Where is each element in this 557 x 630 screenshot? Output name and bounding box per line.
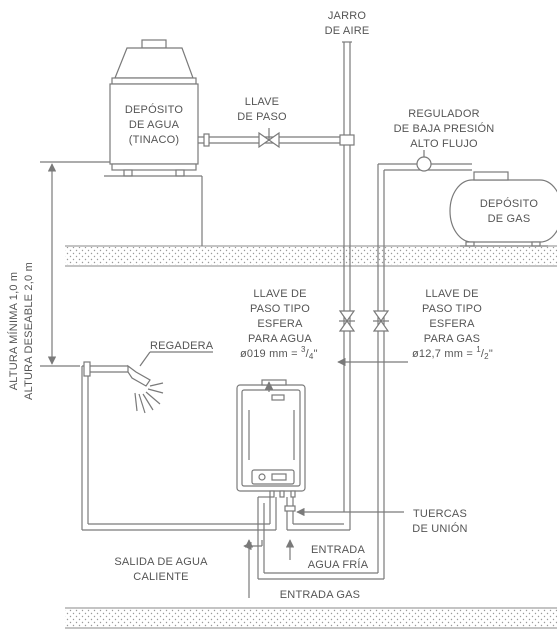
water-tank bbox=[104, 39, 203, 246]
valve-label-1: LLAVE bbox=[245, 96, 279, 108]
nuts-label-1: TUERCAS bbox=[413, 508, 467, 520]
air-vent-label-2: DE AIRE bbox=[325, 25, 370, 37]
water-valve-label-1: LLAVE DE bbox=[253, 288, 306, 300]
shower-pipe bbox=[81, 361, 128, 530]
valve-label-2: DE PASO bbox=[237, 111, 287, 123]
regulator-icon bbox=[416, 150, 432, 172]
shower-head-icon bbox=[127, 364, 164, 414]
height-label-1: ALTURA MÍNIMA 1,0 m bbox=[7, 272, 20, 391]
air-vent-label-1: JARRO bbox=[328, 10, 367, 22]
regulator-label-3: ALTO FLUJO bbox=[410, 138, 478, 150]
gas-valve-label-2: PASO TIPO bbox=[422, 303, 482, 315]
gas-valve-label-1: LLAVE DE bbox=[425, 288, 478, 300]
nuts-label-2: DE UNIÓN bbox=[412, 522, 467, 535]
height-dimension bbox=[40, 161, 110, 367]
regulator-label-2: DE BAJA PRESIÓN bbox=[394, 122, 495, 135]
gas-tank bbox=[449, 171, 557, 247]
water-valve-label-5: ø019 mm = 3/4" bbox=[240, 345, 318, 361]
tank-label-2: DE AGUA bbox=[129, 119, 180, 131]
shower-label: REGADERA bbox=[150, 340, 214, 352]
gas-valve-label-3: ESFERA bbox=[429, 318, 475, 330]
water-valve-label-2: PASO TIPO bbox=[250, 303, 310, 315]
shower-pointer bbox=[139, 351, 151, 367]
water-heater bbox=[236, 379, 306, 498]
air-vent-pipe bbox=[339, 41, 355, 530]
water-ball-valve-icon bbox=[338, 310, 356, 332]
cold-water-inlet-pipe bbox=[284, 497, 350, 531]
lower-ground-strip bbox=[65, 607, 557, 629]
water-valve-label-3: ESFERA bbox=[257, 318, 303, 330]
cold-water-label-1: ENTRADA bbox=[311, 544, 365, 556]
tank-outlet-pipe bbox=[198, 133, 344, 147]
gas-tank-label-2: DE GAS bbox=[488, 213, 531, 225]
gas-tank-label-1: DEPÓSITO bbox=[480, 197, 538, 210]
hot-water-label-2: CALIENTE bbox=[133, 571, 188, 583]
gas-valve-label-5: ø12,7 mm = 1/2" bbox=[412, 345, 493, 361]
upper-ground-strip bbox=[65, 245, 557, 267]
water-valve-label-4: PARA AGUA bbox=[248, 333, 312, 345]
gas-ball-valve-icon bbox=[372, 310, 390, 332]
height-label-2: ALTURA DESEABLE 2,0 m bbox=[23, 262, 35, 400]
gate-valve-icon bbox=[258, 128, 280, 149]
gas-inlet-pipe bbox=[257, 496, 385, 580]
tank-label-1: DEPÓSITO bbox=[125, 103, 183, 116]
tank-label-3: (TINACO) bbox=[129, 134, 179, 146]
regulator-label-1: REGULADOR bbox=[408, 108, 479, 120]
gas-valve-label-4: PARA GAS bbox=[424, 333, 480, 345]
gas-inlet-label: ENTRADA GAS bbox=[280, 589, 360, 601]
hot-water-label-1: SALIDA DE AGUA bbox=[114, 556, 208, 568]
hot-water-outlet-pipe bbox=[82, 497, 277, 531]
cold-water-label-2: AGUA FRÍA bbox=[308, 558, 369, 571]
